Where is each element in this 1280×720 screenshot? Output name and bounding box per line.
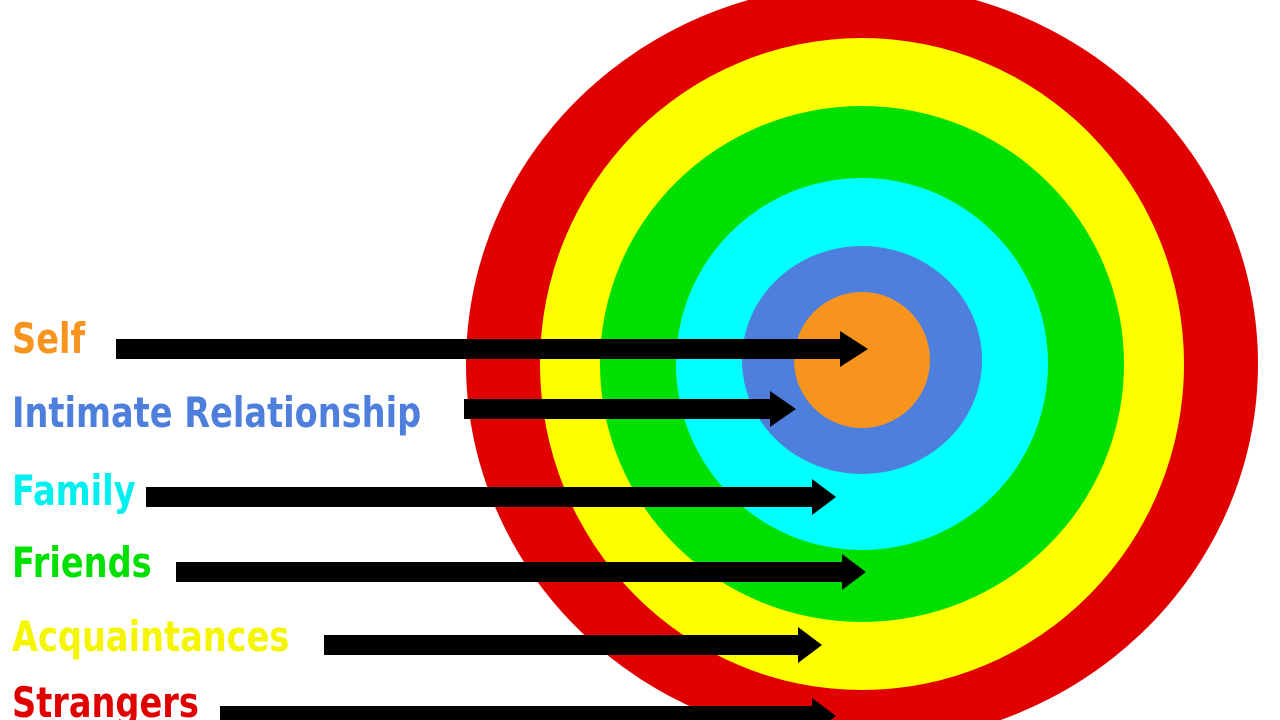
arrow-strangers xyxy=(220,698,836,720)
arrow-friends xyxy=(176,554,866,590)
arrow-self xyxy=(116,331,868,367)
arrow-acquaintances xyxy=(324,627,822,663)
label-acquaintances: Acquaintances xyxy=(12,612,290,661)
label-self: Self xyxy=(12,314,86,363)
label-family: Family xyxy=(12,466,136,515)
label-intimate-relationship: Intimate Relationship xyxy=(12,388,422,437)
label-friends: Friends xyxy=(12,538,152,587)
arrow-intimate-relationship xyxy=(464,391,796,427)
arrows xyxy=(116,331,868,720)
arrow-family xyxy=(146,479,836,515)
ring-self xyxy=(794,292,930,428)
label-strangers: Strangers xyxy=(12,678,199,720)
